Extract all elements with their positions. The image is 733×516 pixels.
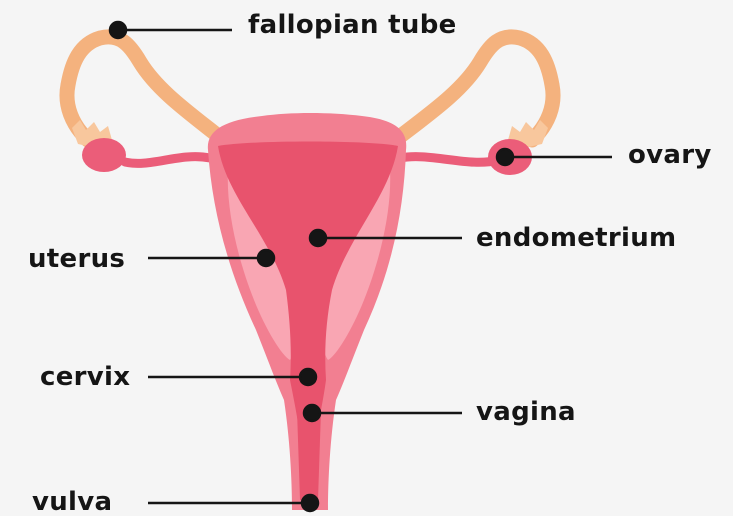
ovarian-ligament-right (400, 157, 498, 163)
label-fallopian-tube: fallopian tube (248, 12, 457, 38)
label-cervix: cervix (40, 364, 130, 390)
pointer-endometrium-dot (310, 230, 326, 246)
pointer-ovary-dot (497, 149, 513, 165)
label-endometrium: endometrium (476, 225, 676, 251)
label-uterus: uterus (28, 246, 125, 272)
pointer-fallopian-tube-dot (110, 22, 126, 38)
label-vagina: vagina (476, 399, 576, 425)
pointer-vagina-dot (304, 405, 320, 421)
pointer-uterus-dot (258, 250, 274, 266)
label-ovary: ovary (628, 142, 712, 168)
label-vulva: vulva (32, 489, 112, 515)
ovarian-ligament-left (125, 157, 210, 164)
pointer-vulva-dot (302, 495, 318, 511)
vaginal-canal (296, 377, 322, 500)
pointer-cervix-dot (300, 369, 316, 385)
ovary-left (82, 138, 126, 172)
